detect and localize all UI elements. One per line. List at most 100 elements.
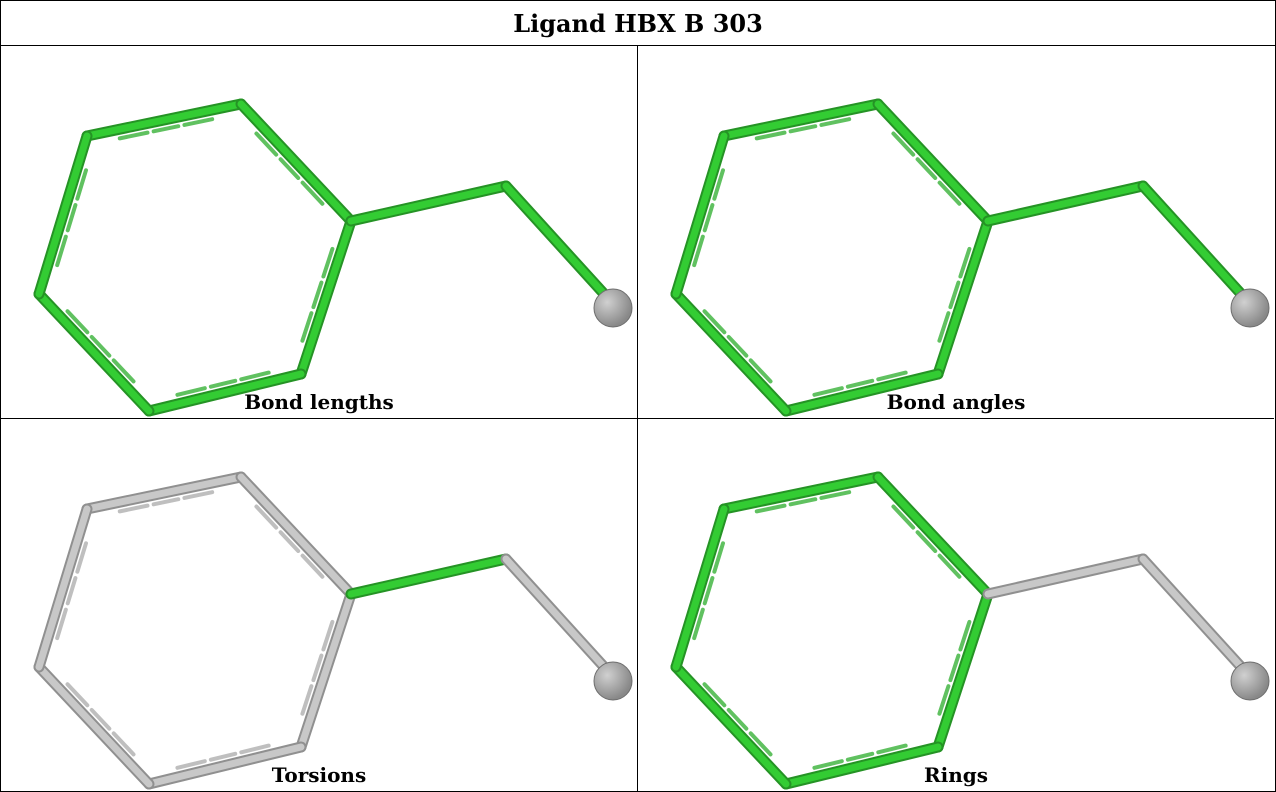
ring-bond-3-aromatic-dash-0 xyxy=(876,370,908,382)
ring-bond-2-aromatic-dash-2 xyxy=(300,684,314,716)
ring-bond-5-aromatic-dash-2 xyxy=(712,541,725,574)
ring-bond-3-aromatic-dash-0 xyxy=(876,743,908,755)
panel-bond-lengths: Bond lengths xyxy=(1,46,638,419)
ring-bond-3-highlight xyxy=(145,743,305,788)
ring-bond-4-aromatic-dash-1 xyxy=(726,334,749,358)
ring-bond-5-highlight xyxy=(35,132,91,298)
ring-bond-4-aromatic-dash-2 xyxy=(65,682,90,708)
ring-bond-1-aromatic-dash-1 xyxy=(278,157,301,180)
ring-bond-4-highlight xyxy=(672,290,790,415)
ring-bond-0-highlight xyxy=(720,473,882,513)
terminal-atom xyxy=(1230,661,1270,701)
terminal-atom xyxy=(1230,288,1270,328)
chain-bond-2-highlight xyxy=(1139,555,1247,673)
ring-bond-4-highlight xyxy=(35,663,153,788)
ring-bond-5-aromatic-dash-2 xyxy=(75,541,88,574)
caption-torsions: Torsions xyxy=(271,763,367,787)
ring-bond-5-aromatic-dash-2 xyxy=(712,168,725,201)
ring-bond-4-aromatic-dash-1 xyxy=(89,707,112,731)
ring-bond-5-aromatic-dash-1 xyxy=(702,576,715,606)
figure-title: Ligand HBX B 303 xyxy=(1,1,1275,46)
chain-bond-1-highlight xyxy=(984,182,1147,225)
ring-bond-3-aromatic-dash-2 xyxy=(812,386,844,397)
terminal-atom xyxy=(593,661,633,701)
ring-bond-4-highlight xyxy=(672,663,790,788)
ring-bond-1-aromatic-dash-1 xyxy=(915,157,938,180)
ring-bond-3-aromatic-dash-0 xyxy=(239,743,271,755)
ring-bond-5-aromatic-dash-0 xyxy=(55,234,68,268)
caption-bond-lengths: Bond lengths xyxy=(244,390,394,414)
ring-bond-2-aromatic-dash-0 xyxy=(321,619,335,652)
ring-bond-5-aromatic-dash-2 xyxy=(75,168,88,201)
ring-bond-1-aromatic-dash-0 xyxy=(254,504,279,530)
ring-bond-1-aromatic-dash-1 xyxy=(278,530,301,553)
ring-bond-1-aromatic-dash-2 xyxy=(937,180,962,206)
ring-bond-2-highlight xyxy=(297,217,355,378)
ring-bond-2-aromatic-dash-2 xyxy=(937,311,951,343)
ring-bond-2-aromatic-dash-2 xyxy=(937,684,951,716)
ring-bond-0-highlight xyxy=(720,100,882,140)
ring-bond-5-aromatic-dash-0 xyxy=(55,607,68,641)
ring-bond-3-aromatic-dash-2 xyxy=(175,386,207,397)
ring-bond-4-aromatic-dash-2 xyxy=(702,682,727,708)
ring-bond-5-aromatic-dash-0 xyxy=(692,234,705,268)
ring-bond-2-highlight xyxy=(934,590,992,751)
ring-bond-4-aromatic-dash-0 xyxy=(111,358,136,384)
ring-bond-5-highlight xyxy=(672,505,728,671)
ring-bond-5-aromatic-dash-1 xyxy=(65,576,78,606)
ring-bond-0-aromatic-dash-0 xyxy=(754,503,787,514)
ring-bond-2-aromatic-dash-1 xyxy=(948,653,961,683)
ring-bond-2-aromatic-dash-1 xyxy=(311,280,324,310)
ring-bond-3-aromatic-dash-1 xyxy=(845,378,875,389)
panel-bond-angles: Bond angles xyxy=(638,46,1274,419)
ring-bond-0-aromatic-dash-2 xyxy=(819,490,852,500)
ring-bond-5-highlight xyxy=(672,132,728,298)
chain-bond-1-highlight xyxy=(347,182,510,225)
ring-bond-2-aromatic-dash-2 xyxy=(300,311,314,343)
ring-bond-0-aromatic-dash-2 xyxy=(182,117,215,127)
ring-bond-5-aromatic-dash-1 xyxy=(702,203,715,233)
ring-bond-1-highlight xyxy=(874,100,992,225)
ring-bond-5-aromatic-dash-0 xyxy=(692,607,705,641)
chain-bond-2-highlight xyxy=(502,555,610,673)
molecule-rings xyxy=(670,471,1270,790)
chain-bond-2-highlight xyxy=(502,182,610,300)
ring-bond-0-aromatic-dash-2 xyxy=(182,490,215,500)
ring-bond-3-aromatic-dash-1 xyxy=(845,751,875,762)
ring-bond-4-aromatic-dash-1 xyxy=(89,334,112,358)
ring-bond-0-aromatic-dash-0 xyxy=(117,130,150,141)
caption-rings: Rings xyxy=(923,763,988,787)
molecule-bond-angles xyxy=(670,98,1270,417)
ring-bond-4-aromatic-dash-1 xyxy=(726,707,749,731)
molecule-bond-lengths xyxy=(33,98,633,417)
ring-bond-1-aromatic-dash-0 xyxy=(254,131,279,157)
ring-bond-0-aromatic-dash-0 xyxy=(117,503,150,514)
ring-bond-0-aromatic-dash-2 xyxy=(819,117,852,127)
ring-bond-3-highlight xyxy=(145,370,305,415)
ring-bond-1-highlight xyxy=(237,100,355,225)
ring-bond-4-aromatic-dash-2 xyxy=(65,309,90,335)
ring-bond-4-aromatic-dash-2 xyxy=(702,309,727,335)
ring-bond-4-aromatic-dash-0 xyxy=(748,731,773,757)
ring-bond-2-aromatic-dash-1 xyxy=(311,653,324,683)
ring-bond-3-aromatic-dash-1 xyxy=(208,378,238,389)
ring-bond-2-aromatic-dash-0 xyxy=(321,246,335,279)
ring-bond-0-aromatic-dash-0 xyxy=(754,130,787,141)
ring-bond-2-highlight xyxy=(934,217,992,378)
chain-bond-2-highlight xyxy=(1139,182,1247,300)
ring-bond-3-aromatic-dash-2 xyxy=(812,759,844,770)
ring-bond-0-aromatic-dash-1 xyxy=(151,497,181,507)
terminal-atom xyxy=(593,288,633,328)
ring-bond-1-highlight xyxy=(237,473,355,598)
ring-bond-3-aromatic-dash-0 xyxy=(239,370,271,382)
ring-bond-4-aromatic-dash-0 xyxy=(111,731,136,757)
panel-torsions: Torsions xyxy=(1,419,638,791)
ring-bond-0-aromatic-dash-1 xyxy=(788,497,818,507)
caption-bond-angles: Bond angles xyxy=(886,390,1026,414)
ring-bond-2-aromatic-dash-1 xyxy=(948,280,961,310)
ring-bond-1-aromatic-dash-0 xyxy=(891,504,916,530)
ring-bond-2-highlight xyxy=(297,590,355,751)
ring-bond-4-highlight xyxy=(35,290,153,415)
ring-bond-0-aromatic-dash-1 xyxy=(788,124,818,134)
ring-bond-1-aromatic-dash-2 xyxy=(937,553,962,579)
